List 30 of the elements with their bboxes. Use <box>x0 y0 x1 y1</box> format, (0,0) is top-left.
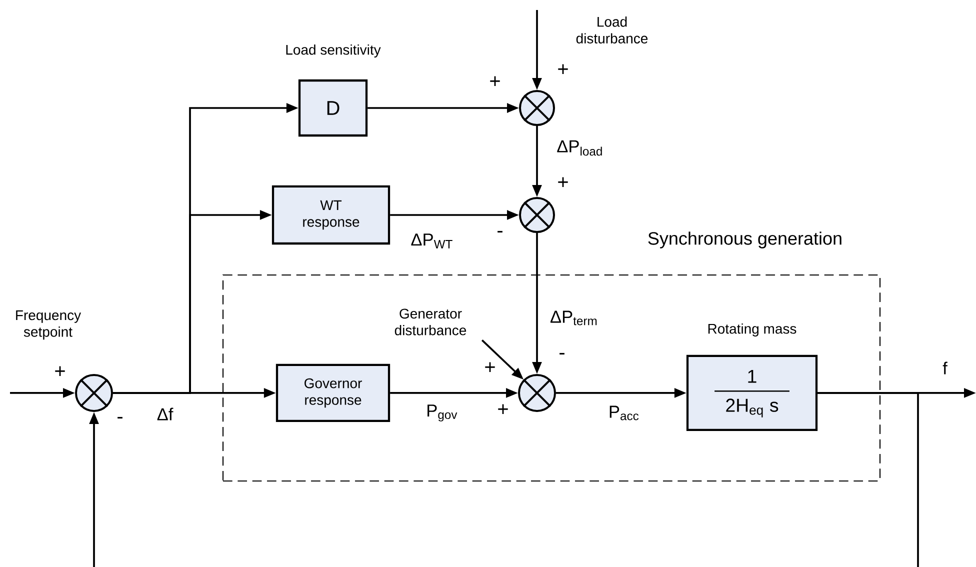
summing-junction <box>519 90 555 126</box>
block: WT response <box>272 185 390 245</box>
block-title: Rotating mass <box>708 323 796 337</box>
group-title: Synchronous generation <box>648 232 842 248</box>
block-title: Load sensitivity <box>286 44 381 58</box>
sign-label: + <box>558 64 568 74</box>
sign-label: + <box>485 362 495 372</box>
sign-label: + <box>558 177 568 187</box>
signal-label: ΔP$_{WT}$ <box>409 232 455 250</box>
sign-label: - <box>498 230 502 232</box>
block: Governor response <box>276 364 390 422</box>
sign-label: + <box>55 366 65 376</box>
transfer-function-box: 1 2H$_{eq}$ s <box>686 354 818 432</box>
signal-label: ΔP$_{load}$ <box>555 139 605 157</box>
signal-label: Δf <box>155 406 175 422</box>
signal-label: f <box>941 360 949 376</box>
input-label: Load disturbance <box>576 16 648 44</box>
input-label: Generator disturbance <box>394 308 466 336</box>
sign-label: - <box>118 416 122 418</box>
input-label: Frequency setpoint <box>16 310 82 340</box>
summing-junction <box>518 374 556 412</box>
sign-label: + <box>490 76 500 86</box>
signal-label: P$_{gov}$ <box>424 403 460 423</box>
block: D <box>298 79 368 137</box>
summing-junction <box>75 374 113 412</box>
signal-label: P$_{acc}$ <box>607 404 641 422</box>
sign-label: - <box>560 352 564 354</box>
signal-label: ΔP$_{term}$ <box>548 309 600 327</box>
sign-label: + <box>498 404 508 414</box>
summing-junction <box>519 197 555 233</box>
